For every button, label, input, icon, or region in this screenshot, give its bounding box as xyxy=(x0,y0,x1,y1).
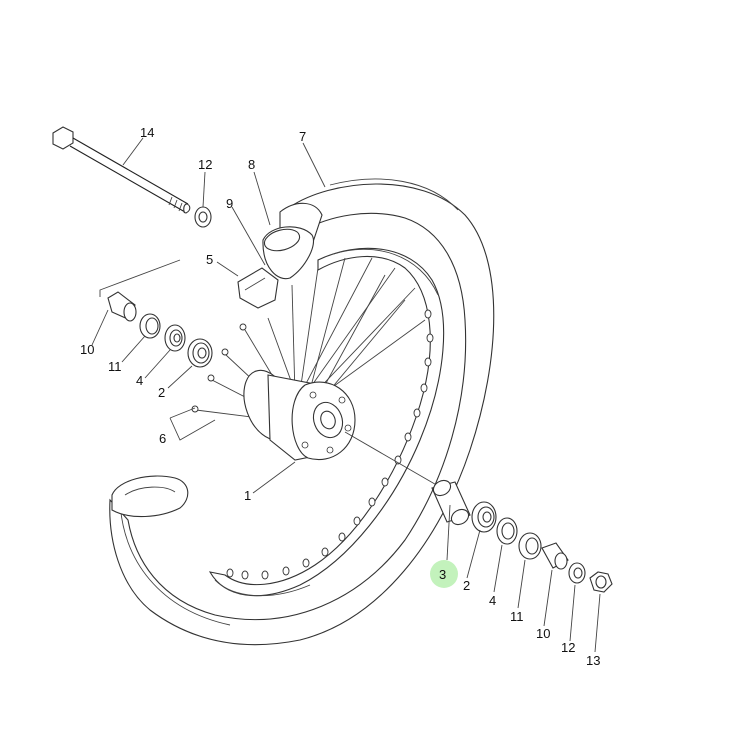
spacer[interactable] xyxy=(431,477,472,527)
axle-nut[interactable] xyxy=(589,571,613,593)
part-label-12a: 12 xyxy=(198,157,212,172)
part-label-9: 9 xyxy=(226,196,233,211)
tire[interactable] xyxy=(109,178,495,646)
rim-strip[interactable] xyxy=(237,267,279,309)
part-label-11a: 11 xyxy=(108,359,122,374)
part-label-7: 7 xyxy=(299,129,306,144)
tube[interactable] xyxy=(262,226,314,280)
part-label-10b: 10 xyxy=(536,626,550,641)
bearing-left-inner[interactable] xyxy=(164,324,186,352)
oil-seal-right[interactable] xyxy=(496,517,518,545)
leader-lines xyxy=(91,137,601,653)
part-label-14: 13 xyxy=(586,653,600,668)
part-label-10a: 10 xyxy=(80,342,94,357)
part-label-4b: 4 xyxy=(489,593,496,608)
axle-washer-left[interactable] xyxy=(194,206,212,228)
rim[interactable] xyxy=(208,247,445,597)
part-label-2b: 2 xyxy=(463,578,470,593)
part-label-3: 3 xyxy=(439,567,446,582)
oil-seal-left[interactable] xyxy=(139,313,161,339)
part-label-11b: 11 xyxy=(510,609,524,624)
part-label-12b: 12 xyxy=(561,640,575,655)
bearing-right[interactable] xyxy=(471,501,497,533)
collar-right[interactable] xyxy=(541,542,569,570)
axle[interactable] xyxy=(52,126,191,214)
part-label-4a: 4 xyxy=(136,373,143,388)
part-label-2a: 2 xyxy=(158,385,165,400)
axle-centerline xyxy=(344,431,441,488)
part-label-6: 6 xyxy=(159,431,166,446)
highlight-marker xyxy=(430,560,458,588)
part-label-13: 14 xyxy=(140,125,154,140)
bearing-left[interactable] xyxy=(187,338,213,368)
spoke-heads xyxy=(191,323,247,413)
collar-left[interactable] xyxy=(107,291,137,322)
part-label-8: 8 xyxy=(248,157,255,172)
axle-washer-right[interactable] xyxy=(568,562,586,584)
assembly-guide-line-left xyxy=(99,259,181,297)
part-label-5: 5 xyxy=(206,252,213,267)
part-label-1: 1 xyxy=(244,488,251,503)
hub[interactable] xyxy=(235,364,356,461)
collar-seal-right[interactable] xyxy=(518,532,542,560)
